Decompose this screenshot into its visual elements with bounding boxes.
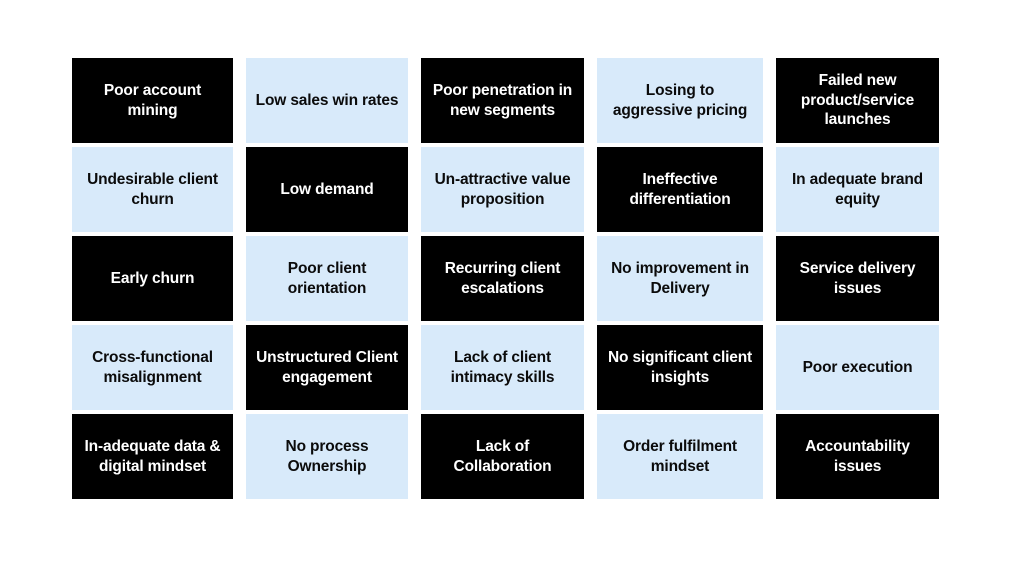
matrix-cell[interactable]: In adequate brand equity [776,147,939,232]
matrix-cell-label: Un-attractive value proposition [434,170,571,208]
matrix-cell-label: Poor execution [802,358,913,376]
matrix-cell-label: Cross-functional misalignment [92,348,213,386]
matrix-cell[interactable]: Cross-functional misalignment [72,325,233,410]
matrix-cell-label: Early churn [110,269,195,287]
matrix-cell[interactable]: Low sales win rates [246,58,408,143]
matrix-cell[interactable]: Lack of client intimacy skills [421,325,584,410]
matrix-cell[interactable]: Accountability issues [776,414,939,499]
matrix-cell-label: Low sales win rates [255,91,399,109]
matrix-cell-label: Lack of client intimacy skills [450,348,555,386]
matrix-cell-label: Lack of Collaboration [453,437,552,475]
matrix-cell[interactable]: No improvement in Delivery [597,236,763,321]
matrix-cell-label: In adequate brand equity [792,170,923,208]
matrix-cell[interactable]: Poor account mining [72,58,233,143]
matrix-cell-label: No process Ownership [285,437,369,475]
matrix-cell[interactable]: No significant client insights [597,325,763,410]
matrix-cell-label: Low demand [280,180,374,198]
matrix-cell[interactable]: Early churn [72,236,233,321]
matrix-cell-label: Losing to aggressive pricing [612,81,748,119]
matrix-cell-label: In-adequate data & digital mindset [84,437,221,475]
matrix-cell-label: Poor account mining [103,81,202,119]
matrix-cell[interactable]: Low demand [246,147,408,232]
matrix-cell[interactable]: Failed new product/service launches [776,58,939,143]
matrix-cell-label: No significant client insights [607,348,753,386]
matrix-cell[interactable]: Undesirable client churn [72,147,233,232]
matrix-cell-label: Accountability issues [805,437,910,475]
matrix-cell[interactable]: No process Ownership [246,414,408,499]
matrix-cell-label: Poor penetration in new segments [432,81,573,119]
matrix-cell-label: Undesirable client churn [87,170,218,208]
matrix-cell-label: Order fulfilment mindset [623,437,737,475]
matrix-cell[interactable]: Poor penetration in new segments [421,58,584,143]
matrix-cell[interactable]: Unstructured Client engagement [246,325,408,410]
matrix-cell-label: Poor client orientation [287,259,367,297]
matrix-cell[interactable]: Ineffective differentiation [597,147,763,232]
matrix-cell[interactable]: Un-attractive value proposition [421,147,584,232]
matrix-cell-label: Recurring client escalations [444,259,561,297]
matrix-cell[interactable]: Order fulfilment mindset [597,414,763,499]
matrix-cell[interactable]: Service delivery issues [776,236,939,321]
matrix-cell-label: Unstructured Client engagement [256,348,398,386]
matrix-cell[interactable]: Losing to aggressive pricing [597,58,763,143]
matrix-cell-label: No improvement in Delivery [611,259,749,297]
matrix-cell-label: Service delivery issues [799,259,916,297]
matrix-cell-label: Failed new product/service launches [800,71,915,129]
matrix-cell[interactable]: Recurring client escalations [421,236,584,321]
matrix-cell-label: Ineffective differentiation [629,170,731,208]
matrix-cell[interactable]: Poor execution [776,325,939,410]
matrix-cell[interactable]: Lack of Collaboration [421,414,584,499]
matrix-cell[interactable]: In-adequate data & digital mindset [72,414,233,499]
matrix-cell[interactable]: Poor client orientation [246,236,408,321]
